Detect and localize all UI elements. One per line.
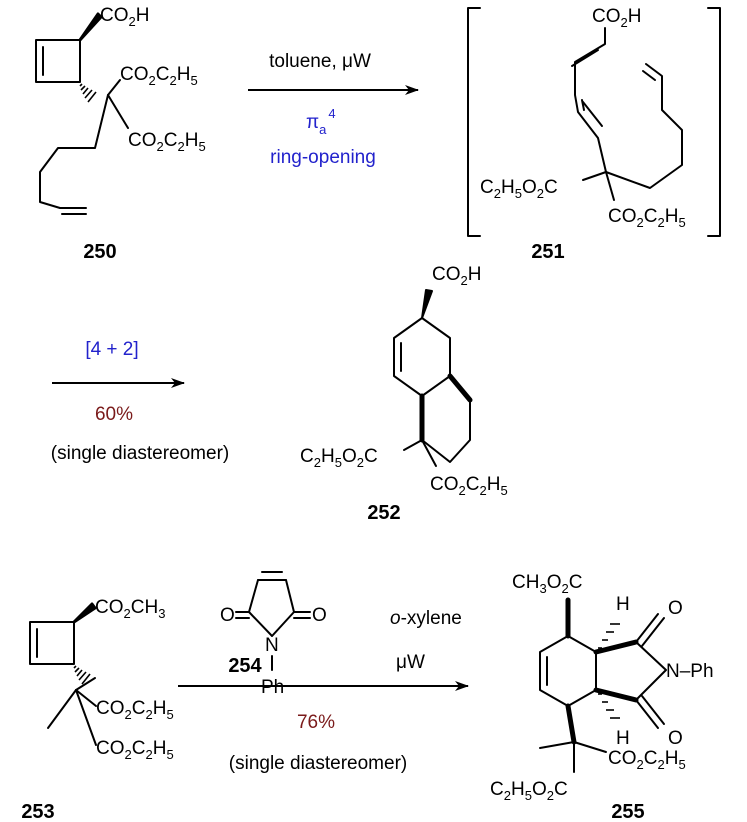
co2et-group-253b: CO2C2H5 — [96, 738, 174, 762]
yield-76: 76% — [297, 712, 335, 733]
pi-a4-label: πa4 — [306, 106, 336, 137]
co2h-group-252: CO2H — [432, 264, 481, 288]
co2et-group-252a: C2H5O2C — [300, 446, 378, 470]
diels-alder-label: [4 + 2] — [85, 339, 138, 360]
yield-60: 60% — [95, 404, 133, 425]
label-255: 255 — [611, 801, 644, 822]
o-atom-255a: O — [668, 598, 683, 619]
o-atom-254b: O — [312, 605, 327, 626]
label-251: 251 — [531, 241, 564, 263]
n-atom-254: N — [265, 635, 279, 656]
compound-252: CO2H C2H5O2C CO2C2H5 252 — [300, 264, 508, 524]
co2et-group-250a: CO2C2H5 — [120, 64, 198, 88]
reaction-arrow-2: [4 + 2] 60% (single diastereomer) — [51, 339, 229, 464]
compound-254: O O N Ph 254 — [220, 571, 327, 698]
co2et-group-251a: C2H5O2C — [480, 177, 558, 201]
co2et-group-252b: CO2C2H5 — [430, 474, 508, 498]
co2et-group-250b: CO2C2H5 — [128, 130, 206, 154]
h-atom-255b: H — [616, 728, 630, 749]
label-250: 250 — [83, 241, 116, 263]
microwave-label: μW — [396, 652, 425, 673]
label-254: 254 — [228, 655, 262, 677]
co2me-group-255: CH3O2C — [512, 572, 582, 596]
label-253: 253 — [21, 801, 54, 822]
co2et-group-251b: CO2C2H5 — [608, 206, 686, 230]
compound-251: CO2H C2H5O2C CO2C2H5 251 — [467, 6, 721, 263]
single-diastereomer-2: (single diastereomer) — [229, 753, 407, 774]
o-atom-254a: O — [220, 605, 235, 626]
ring-opening-label: ring-opening — [270, 147, 376, 168]
compound-250: CO2H CO2C2H5 CO2C2H5 250 — [35, 5, 206, 263]
o-atom-255b: O — [668, 728, 683, 749]
co2me-group-253: CO2CH3 — [95, 597, 165, 621]
ph-group-254: Ph — [261, 677, 284, 698]
reaction-arrow-3: o-xylene μW 76% (single diastereomer) — [178, 608, 469, 774]
compound-253: CO2CH3 CO2C2H5 CO2C2H5 253 — [21, 597, 173, 822]
conditions-1: toluene, μW — [269, 51, 371, 72]
co2h-group-250: CO2H — [100, 5, 149, 29]
co2h-group-251: CO2H — [592, 6, 641, 30]
co2et-group-255b: C2H5O2C — [490, 779, 568, 803]
reaction-arrow-1: toluene, μW πa4 ring-opening — [248, 51, 419, 168]
compound-255: CH3O2C H H O O N–Ph — [490, 572, 714, 822]
solvent-o-xylene: o-xylene — [390, 608, 462, 629]
h-atom-255a: H — [616, 594, 630, 615]
co2et-group-253a: CO2C2H5 — [96, 698, 174, 722]
co2et-group-255a: CO2C2H5 — [608, 748, 686, 772]
n-ph-group-255: N–Ph — [666, 661, 714, 682]
label-252: 252 — [367, 502, 400, 524]
single-diastereomer-1: (single diastereomer) — [51, 443, 229, 464]
